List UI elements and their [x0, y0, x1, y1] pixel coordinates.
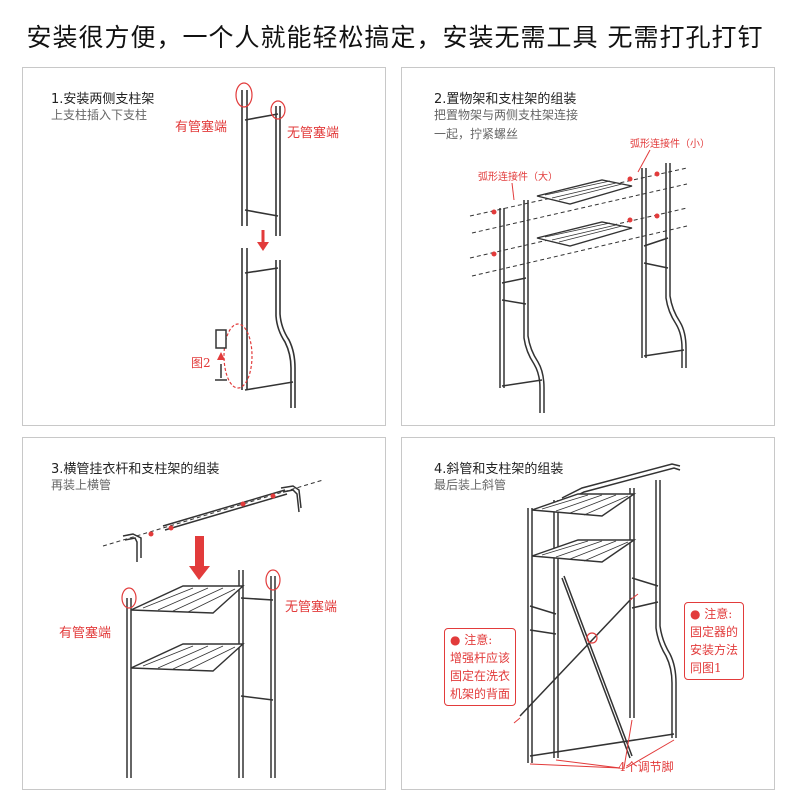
step-1-subtitle: 上支柱插入下支柱 — [51, 108, 148, 122]
note-right-line3: 同图1 — [690, 661, 722, 675]
step-3-title: 3.横管挂衣杆和支柱架的组装 — [51, 462, 220, 477]
adjustable-feet-label: 4个调节脚 — [618, 760, 674, 774]
note-right-heading: ● 注意: — [690, 607, 733, 621]
no-plug-end-label-3: 无管塞端 — [285, 600, 338, 615]
no-plug-end-label: 无管塞端 — [287, 126, 340, 141]
note-right-line1: 固定器的 — [690, 625, 739, 639]
fig2-label: 图2 — [191, 356, 211, 370]
step-2-subtitle: 把置物架与两侧支柱架连接 一起，拧紧螺丝 — [434, 106, 578, 144]
step-2-diagram — [469, 149, 688, 413]
arc-connector-large-label: 弧形连接件（大） — [478, 172, 558, 183]
step-3-subtitle: 再装上横管 — [51, 478, 112, 492]
step-3-panel: 3.横管挂衣杆和支柱架的组装 再装上横管 — [22, 437, 386, 790]
step-3-diagram — [102, 479, 324, 778]
arc-connector-small-label: 弧形连接件（小） — [630, 139, 710, 150]
note-left: ● 注意: 增强杆应该 固定在洗衣 机架的背面 — [444, 628, 517, 706]
note-left-line1: 增强杆应该 — [450, 651, 511, 665]
headline: 安装很方便，一个人就能轻松搞定，安装无需工具 无需打孔打钉 — [26, 23, 764, 52]
step-4-panel: 4.斜管和支柱架的组装 最后装上斜管 — [401, 437, 775, 790]
step-1-title: 1.安装两侧支柱架 — [51, 92, 155, 107]
step-4-diagram — [513, 463, 681, 769]
step-2-subtitle-line1: 把置物架与两侧支柱架连接 — [434, 108, 579, 122]
step-2-title: 2.置物架和支柱架的组装 — [434, 92, 577, 107]
note-left-line3: 机架的背面 — [450, 687, 511, 701]
note-right-line2: 安装方法 — [690, 643, 739, 657]
step-1-diagram — [215, 82, 296, 408]
with-plug-end-label-3: 有管塞端 — [59, 626, 112, 641]
step-2-subtitle-line2: 一起，拧紧螺丝 — [434, 127, 519, 141]
step-1-panel: 1.安装两侧支柱架 上支柱插入下支柱 — [22, 67, 386, 426]
with-plug-end-label: 有管塞端 — [175, 120, 228, 135]
note-right: ● 注意: 固定器的 安装方法 同图1 — [684, 602, 745, 680]
note-left-heading: ● 注意: — [450, 633, 493, 647]
step-4-subtitle: 最后装上斜管 — [434, 478, 507, 492]
note-left-line2: 固定在洗衣 — [450, 669, 511, 683]
step-2-panel: 2.置物架和支柱架的组装 把置物架与两侧支柱架连接 一起，拧紧螺丝 — [401, 67, 775, 426]
step-4-title: 4.斜管和支柱架的组装 — [434, 462, 564, 477]
